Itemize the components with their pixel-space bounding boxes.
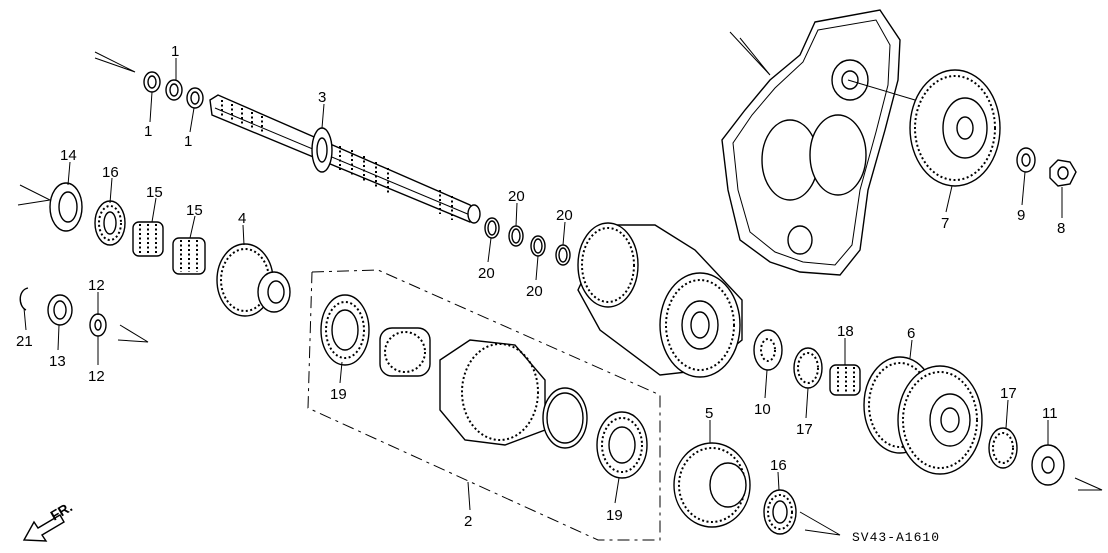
callout-16b: 16 xyxy=(770,457,787,474)
right-gear-group xyxy=(753,329,1065,486)
callout-3: 3 xyxy=(318,89,326,106)
callout-21: 21 xyxy=(16,333,33,350)
callout-15a: 15 xyxy=(146,184,163,201)
callout-labels: 1 1 1 3 14 16 15 15 4 12 12 21 13 20 20 … xyxy=(16,43,1065,530)
callout-17b: 17 xyxy=(1000,385,1017,402)
callout-20a: 20 xyxy=(478,265,495,282)
washers-1 xyxy=(143,71,204,109)
transmission-end-cover xyxy=(721,9,1077,276)
left-bearing-group xyxy=(49,182,291,317)
diagram-code: SV43-A1610 xyxy=(852,530,940,545)
callout-6: 6 xyxy=(907,325,915,342)
callout-12b: 12 xyxy=(88,368,105,385)
callout-20c: 20 xyxy=(526,283,543,300)
spacers-20 xyxy=(484,217,571,266)
callout-19b: 19 xyxy=(606,507,623,524)
callout-13: 13 xyxy=(49,353,66,370)
callout-16a: 16 xyxy=(102,164,119,181)
callout-11: 11 xyxy=(1042,405,1058,422)
callout-17a: 17 xyxy=(796,421,813,438)
direction-lines xyxy=(17,31,1103,536)
callout-1a: 1 xyxy=(171,43,179,60)
callout-5: 5 xyxy=(705,405,713,422)
lower-left-parts xyxy=(19,287,107,337)
callout-7: 7 xyxy=(941,215,949,232)
callout-4: 4 xyxy=(238,210,246,227)
callout-18: 18 xyxy=(837,323,854,340)
front-direction-arrow: FR. xyxy=(22,498,75,542)
callout-1b: 1 xyxy=(144,123,152,140)
callout-12a: 12 xyxy=(88,277,105,294)
gear-5-group xyxy=(673,442,797,535)
callout-19a: 19 xyxy=(330,386,347,403)
callout-14: 14 xyxy=(60,147,77,164)
callout-20b: 20 xyxy=(508,188,525,205)
callout-1c: 1 xyxy=(184,133,192,150)
callout-10: 10 xyxy=(754,401,771,418)
callout-8: 8 xyxy=(1057,220,1065,237)
mainshaft xyxy=(209,94,481,224)
leader-lines xyxy=(23,58,1063,511)
callout-15b: 15 xyxy=(186,202,203,219)
callout-9: 9 xyxy=(1017,207,1025,224)
group-2-box xyxy=(307,269,661,541)
callout-2: 2 xyxy=(464,513,472,530)
callout-20d: 20 xyxy=(556,207,573,224)
clutch-drum xyxy=(577,222,743,378)
